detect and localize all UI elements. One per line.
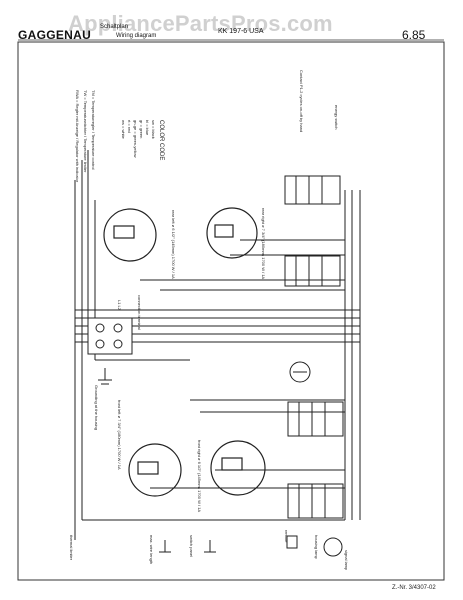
revision-date: 6.85 bbox=[402, 28, 426, 42]
energy-switch-rear-2 bbox=[284, 255, 341, 287]
ground-symbol bbox=[98, 368, 112, 385]
remote-label: remote bbox=[284, 530, 289, 543]
legend-entry-2: bl = blue bbox=[145, 120, 150, 136]
remote-switch bbox=[286, 535, 298, 549]
diagram-title-en: Wiring diagram bbox=[116, 33, 157, 39]
burner-front-right-label: front right ø 6 1/2" (145mm) 1700 W / 1A bbox=[197, 440, 202, 512]
thermal-limiter-label: thermal limiter bbox=[69, 535, 74, 561]
model-number: KK 197-6 USA bbox=[218, 28, 264, 35]
bottom-ground-symbols bbox=[159, 540, 216, 553]
control-legend: TM = Temperaturregler / Temperature cont… bbox=[75, 90, 96, 183]
legend-entry-5: rt = red bbox=[127, 120, 132, 133]
burner-front-right bbox=[210, 440, 266, 496]
color-code-legend: COLOR CODE sw = black bl = blue gr = gre… bbox=[121, 120, 164, 160]
burner-rear-right-label: rear right ø 7 3/4" (180mm) 1700 W / 1A bbox=[261, 208, 266, 280]
legend-entry-6: ws = white bbox=[121, 120, 126, 140]
legend-entry-1: sw = black bbox=[151, 120, 156, 139]
control-legend-1: TM = Temperaturregler / Temperature cont… bbox=[91, 90, 96, 170]
control-legend-2: TW = Temperaturwächter / Temperature lim… bbox=[83, 90, 88, 173]
legend-entry-4: gn-ge = green-yellow bbox=[133, 120, 138, 158]
diagram-title-de: Schaltplan bbox=[100, 24, 129, 30]
legend-entry-3: gr = green bbox=[139, 120, 144, 138]
signal-lamp bbox=[289, 361, 311, 383]
burner-rear-right bbox=[206, 207, 258, 259]
legend-title: COLOR CODE bbox=[158, 120, 164, 160]
contact-note: Contact P1-2 cycles on-off by hand bbox=[299, 70, 304, 132]
energy-switch-label: energy switch bbox=[334, 105, 339, 129]
housing-lamp-label: housing lamp bbox=[314, 535, 319, 560]
diagram-frame bbox=[17, 41, 445, 581]
burner-rear-left bbox=[103, 208, 157, 262]
wire-note-label: max. wire length bbox=[149, 535, 154, 564]
burner-front-left bbox=[128, 443, 182, 497]
switch-panel-label: switch panel bbox=[189, 535, 194, 557]
grounding-label: Grounding at the housing bbox=[94, 385, 99, 430]
signal-lamp-label: signal lamp bbox=[344, 550, 349, 571]
burner-front-left-label: front left ø 7 3/4" (180mm) 1700 W / 1A bbox=[117, 400, 122, 470]
energy-switch-front-2 bbox=[287, 483, 344, 519]
control-legend-3: RWA = Regler mit Anzeige / Regulator wit… bbox=[75, 90, 80, 183]
mains-label: L1 L2 bbox=[117, 300, 122, 311]
watermark: AppliancePartsPros.com bbox=[68, 11, 333, 36]
energy-switch-front bbox=[287, 401, 344, 437]
brand-name: GAGGENAU bbox=[18, 28, 92, 42]
energy-switch-rear bbox=[284, 175, 341, 205]
connection-label: connection terminal bbox=[137, 295, 142, 330]
burner-rear-left-label: rear left ø 6 1/2" (145mm) 1700 W / 1A bbox=[171, 210, 176, 279]
housing-lamp bbox=[323, 537, 343, 557]
drawing-number: Z.-Nr. 3/4307-02 bbox=[392, 585, 436, 591]
connection-terminal bbox=[87, 317, 133, 355]
